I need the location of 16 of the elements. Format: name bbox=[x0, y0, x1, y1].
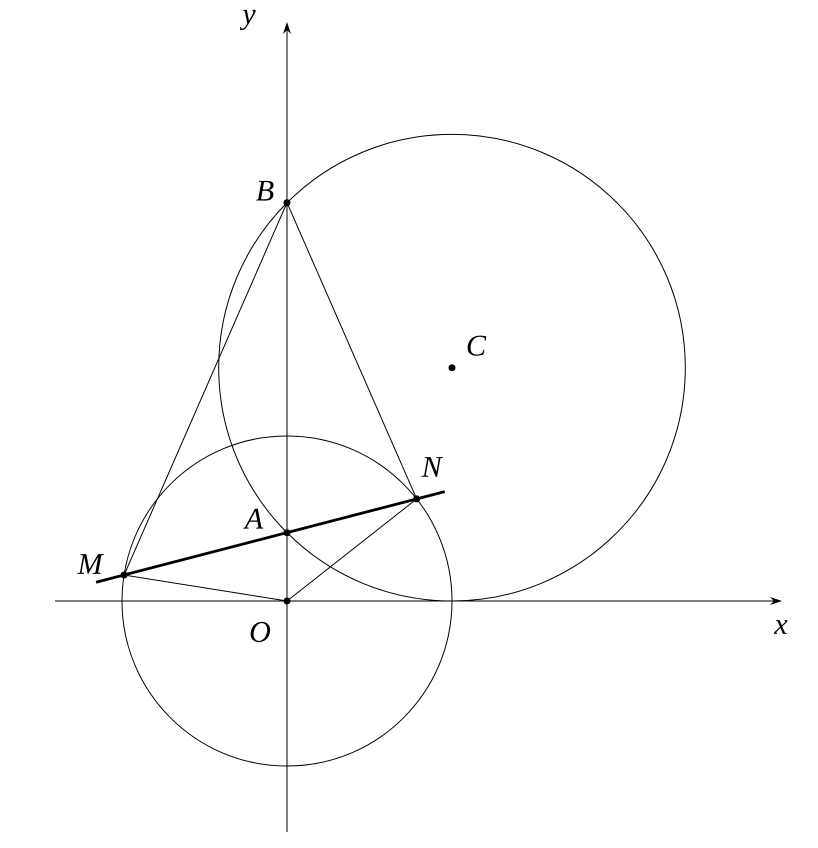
point: C bbox=[448, 336, 486, 372]
axis-label: x bbox=[774, 620, 788, 634]
point: O bbox=[250, 598, 290, 642]
point: A bbox=[243, 508, 290, 536]
point: M bbox=[77, 554, 128, 578]
line-segment bbox=[96, 490, 446, 584]
node-label: N bbox=[421, 457, 444, 477]
node-label: B bbox=[256, 180, 274, 201]
line-segment bbox=[286, 498, 418, 602]
axis-label: y bbox=[240, 10, 256, 30]
node-label: C bbox=[468, 336, 486, 356]
node-label: O bbox=[250, 622, 270, 642]
point: B bbox=[256, 180, 290, 206]
point: N bbox=[413, 457, 444, 502]
node-label: M bbox=[77, 554, 104, 574]
node-label: A bbox=[243, 508, 264, 529]
